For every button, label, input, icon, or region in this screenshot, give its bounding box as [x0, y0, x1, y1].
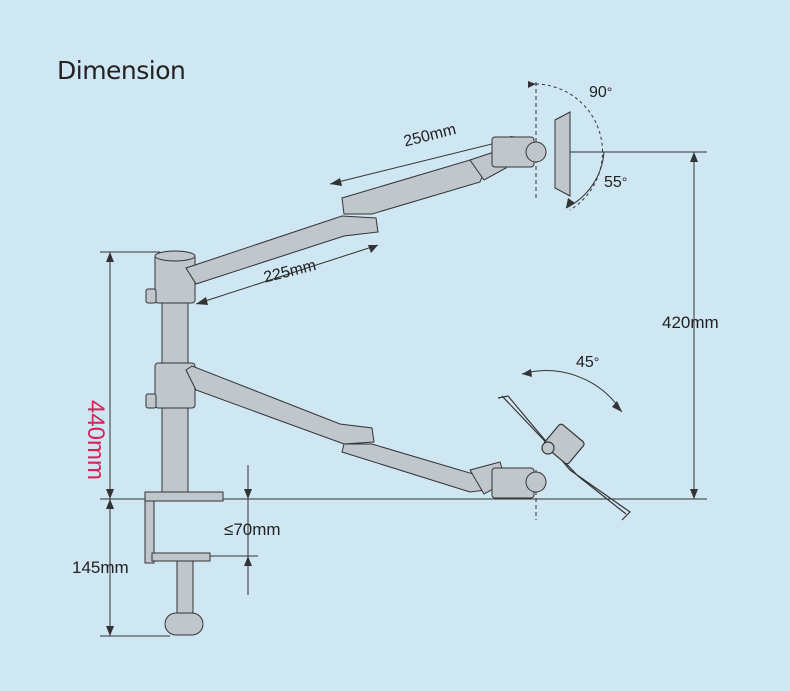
tilt-down-angle-label: 55°	[604, 174, 628, 191]
clamp-thickness-label: ≤70mm	[224, 520, 281, 539]
arc-55	[565, 151, 605, 209]
height-label: 420mm	[662, 313, 719, 332]
lower-arm	[185, 365, 547, 499]
dim-line-250	[329, 136, 521, 185]
desk-clamp	[144, 491, 224, 636]
upper-arm	[185, 111, 571, 285]
pole	[145, 250, 196, 493]
pole-height-label: 440mm	[82, 399, 109, 481]
laptop-tilt-angle-label: 45°	[576, 354, 600, 371]
dim-line-225	[195, 244, 379, 305]
arc-90	[535, 83, 603, 211]
page-title: Dimension	[57, 56, 186, 85]
arc-45	[521, 370, 623, 413]
laptop-tray	[497, 395, 631, 521]
clamp-depth-label: 145mm	[72, 558, 129, 577]
tilt-up-angle-label: 90°	[589, 84, 613, 101]
